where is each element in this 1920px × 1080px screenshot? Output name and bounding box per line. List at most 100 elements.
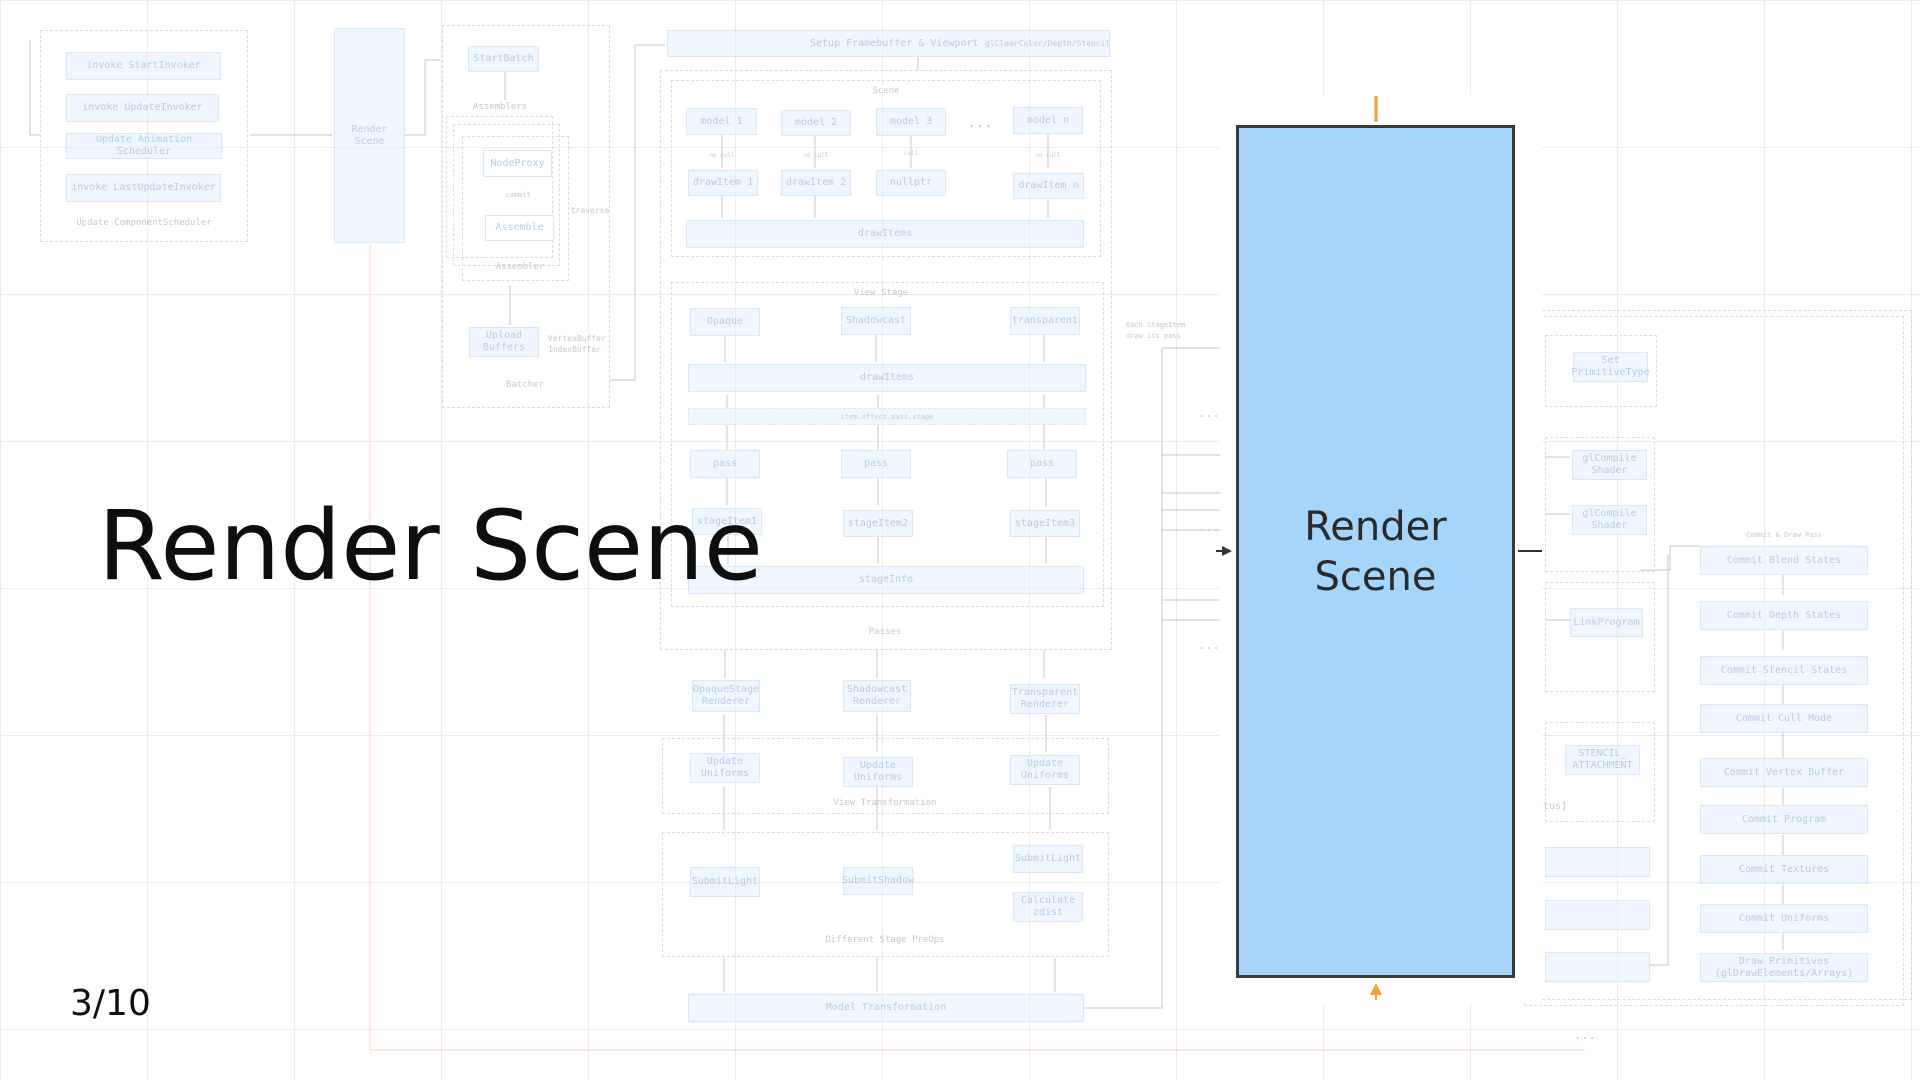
link-program: LinkProgram xyxy=(1570,608,1643,637)
invoke-update-invoker: invoke UpdateInvoker xyxy=(66,94,219,122)
draw-items-bar-2: drawItems xyxy=(688,364,1086,392)
view-stage-group xyxy=(671,282,1104,607)
model-2: model 2 xyxy=(781,110,851,136)
submit-light-1: SubmitLight xyxy=(690,867,760,897)
assemblers-label: Assemblers xyxy=(472,102,528,112)
shadowcast-renderer: Shadowcast Renderer xyxy=(843,680,911,712)
cull-note-2: no cull xyxy=(803,152,829,159)
model-1: model 1 xyxy=(686,108,757,135)
passes-label: Passes xyxy=(868,627,902,637)
item-effect-bar: item.effect.pass.stage xyxy=(688,408,1086,425)
invoke-last-update-invoker: invoke LastUpdateInvoker xyxy=(66,174,221,202)
scene-group xyxy=(671,80,1101,257)
cull-note-1: no cull xyxy=(709,152,735,159)
node-proxy-box: NodeProxy xyxy=(483,150,552,177)
model-3: model 3 xyxy=(876,108,946,136)
commit-cull-mode: Commit Cull Mode xyxy=(1700,704,1868,733)
calculate-zdist: Calculate zdist xyxy=(1013,892,1083,922)
assembler-stack-3 xyxy=(462,136,569,281)
dots-1: ... xyxy=(1198,406,1220,420)
scene-label: Scene xyxy=(872,86,900,96)
gl-compile-shader-2: glCompile Shader xyxy=(1572,505,1647,535)
commit-textures: Commit Textures xyxy=(1700,855,1868,884)
batcher-label: Batcher xyxy=(506,380,544,390)
commit-label: commit xyxy=(505,191,531,199)
dots-4: ... xyxy=(1574,1028,1596,1042)
cull-note-3: cull xyxy=(903,150,919,157)
setup-note: glClearColor/Depth/Stencil xyxy=(985,39,1111,48)
scene-outer-group xyxy=(660,70,1112,650)
batcher-group xyxy=(442,25,610,408)
stage-preops-group xyxy=(662,832,1109,957)
assembler-stack-2 xyxy=(453,124,560,266)
draw-item-1: drawItem 1 xyxy=(688,170,758,196)
primitive-group xyxy=(1545,335,1657,407)
transparent-renderer: Transparent Renderer xyxy=(1010,684,1080,714)
gl-compile-shader-1: glCompile Shader xyxy=(1572,450,1647,480)
commit-depth-states: Commit Depth States xyxy=(1700,601,1868,630)
cull-note-4: no cull xyxy=(1035,152,1061,159)
render-scene-focus-box: Render Scene xyxy=(1236,125,1515,978)
commit-draw-label: Commit & Draw Pass xyxy=(1746,531,1822,539)
each-stage-item-note: Each StageItem draw its pass xyxy=(1126,321,1186,340)
update-uniforms-2: Update Uniforms xyxy=(843,757,913,787)
update-scheduler-label: Update ComponentScheduler xyxy=(76,218,212,228)
draw-primitives: Draw Primitives (glDrawElements/Arrays) xyxy=(1700,953,1868,982)
right-blank-box-2 xyxy=(1545,900,1650,930)
model-n: model n xyxy=(1013,107,1083,134)
setup-framebuffer-box: Setup Framebuffer & Viewport xyxy=(667,30,1110,57)
start-batch-box: StartBatch xyxy=(468,46,539,72)
submit-shadow: SubmitShadow xyxy=(842,867,914,895)
stage-info-bar: stageInfo xyxy=(688,566,1084,594)
slide-title: Render Scene xyxy=(98,490,763,602)
traverse-label: traverse xyxy=(570,206,610,215)
update-uniforms-3: Update Uniforms xyxy=(1010,755,1080,785)
models-ellipsis: ... xyxy=(967,115,993,131)
view-transformation-label: View Transformation xyxy=(833,798,937,808)
commit-stencil-states: Commit Stencil States xyxy=(1700,656,1868,685)
stage-shadowcast: Shadowcast xyxy=(841,307,911,335)
stage-item-2: stageItem2 xyxy=(843,510,913,537)
invoke-start-invoker: invoke StartInvoker xyxy=(66,52,221,80)
update-animation-scheduler: Update Animation Scheduler xyxy=(66,133,222,159)
pass-1: pass xyxy=(690,450,760,478)
model-transformation-bar: Model Transformation xyxy=(688,994,1084,1022)
pass-3: pass xyxy=(1007,450,1077,478)
submit-light-2: SubmitLight xyxy=(1013,845,1083,873)
upload-buffers-box: Upload Buffers xyxy=(469,327,539,357)
stage-item-1: stageItem1 xyxy=(692,508,762,535)
commit-uniforms: Commit Uniforms xyxy=(1700,904,1868,933)
assemble-box: Assemble xyxy=(485,215,554,241)
stage-item-3: stageItem3 xyxy=(1010,510,1080,537)
page-number: 3/10 xyxy=(70,983,151,1024)
view-stage-label: View Stage xyxy=(853,288,909,298)
commit-blend-states: Commit Blend States xyxy=(1700,546,1868,575)
stencil-group xyxy=(1545,722,1655,822)
program-group xyxy=(1545,582,1655,692)
buffers-note: VertexBuffer IndexBuffer xyxy=(548,334,606,354)
stencil-attachment: STENCIL_ ATTACHMENT xyxy=(1565,745,1640,775)
stage-transparent: transparent xyxy=(1010,307,1080,335)
dots-2: ... xyxy=(1198,520,1220,534)
view-transformation-group xyxy=(662,738,1109,814)
assembler-stack-1 xyxy=(446,116,553,258)
render-scene-small-box: Render Scene xyxy=(334,28,405,243)
update-scheduler-group xyxy=(40,30,248,242)
right-blank-box-3 xyxy=(1545,952,1650,982)
draw-item-2: drawItem 2 xyxy=(781,170,851,196)
stage-opaque: Opaque xyxy=(690,308,760,336)
assembler-label: Assembler xyxy=(495,262,545,272)
render-scene-focus-label: Render Scene xyxy=(1304,503,1447,600)
opaque-stage-renderer: OpaqueStage Renderer xyxy=(692,680,760,712)
draw-item-n: drawItem n xyxy=(1013,173,1084,199)
setup-framebuffer-label: Setup Framebuffer & Viewport xyxy=(810,37,979,49)
pass-2: pass xyxy=(841,450,911,478)
right-blank-box-1 xyxy=(1545,847,1650,877)
draw-item-nullptr: nullptr xyxy=(876,170,946,196)
update-uniforms-1: Update Uniforms xyxy=(690,753,760,783)
commit-program: Commit Program xyxy=(1700,805,1868,834)
dots-3: ... xyxy=(1198,638,1220,652)
shader-group xyxy=(1545,437,1655,572)
